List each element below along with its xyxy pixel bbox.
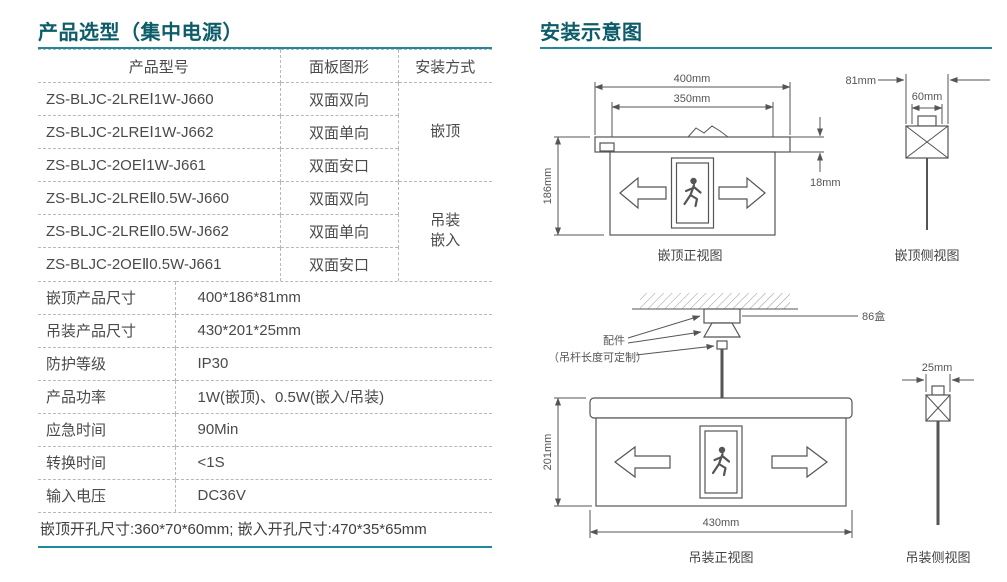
spec-row: 嵌顶产品尺寸 400*186*81mm [38, 280, 492, 314]
spec-label: 产品功率 [38, 379, 175, 413]
product-selection-section: 产品选型（集中电源） 产品型号 面板图形 安装方式 ZS-BLJC-2LREⅠ1… [38, 16, 492, 548]
install-cell-recessed: 嵌顶 [397, 82, 492, 182]
door-frame-inner [675, 162, 710, 224]
spec-row: 产品功率 1W(嵌顶)、0.5W(嵌入/吊装) [38, 379, 492, 413]
dim-201mm: 201mm [542, 434, 554, 471]
hanging-side-caption: 吊装侧视图 [905, 550, 970, 565]
installation-diagram-section: 安装示意图 400mm 350mm [540, 16, 992, 565]
spec-table: 嵌顶产品尺寸 400*186*81mm 吊装产品尺寸 430*201*25mm … [38, 280, 492, 512]
spec-row: 吊装产品尺寸 430*201*25mm [38, 313, 492, 347]
model-row: ZS-BLJC-2OEⅡ0.5W-J661 双面安口 [38, 247, 492, 281]
suspension-rod [720, 349, 724, 398]
spec-row: 防护等级 IP30 [38, 346, 492, 380]
hanging-side-diagram: 25mm 吊装侧视图 [902, 362, 974, 565]
install-cell-hanging: 吊装 嵌入 [397, 181, 492, 281]
col-header-install: 安装方式 [397, 49, 492, 83]
panel-cell: 双面安口 [279, 148, 398, 182]
left-title-underline [38, 47, 492, 49]
panel-cell: 双面安口 [279, 247, 398, 281]
exit-right-arrow-icon [771, 445, 828, 479]
col-header-panel: 面板图形 [279, 49, 398, 83]
dim-81mm: 81mm [845, 75, 876, 87]
model-cell: ZS-BLJC-2OEⅠ1W-J661 [38, 148, 280, 182]
junction-box-label: 86盒 [862, 309, 885, 323]
model-cell: ZS-BLJC-2LREⅡ0.5W-J660 [38, 181, 280, 215]
spec-label: 转换时间 [38, 445, 175, 479]
spec-row: 转换时间 <1S [38, 445, 492, 479]
dim-430mm: 430mm [703, 517, 740, 529]
ceiling-hatch [640, 293, 790, 309]
model-table-header-row: 产品型号 面板图形 安装方式 [38, 49, 492, 83]
model-cell: ZS-BLJC-2LREⅠ1W-J660 [38, 82, 280, 116]
hanging-front-diagram: 86盒 配件 （吊杆长度可定制） 201mm [542, 293, 885, 565]
model-cell: ZS-BLJC-2OEⅡ0.5W-J661 [38, 247, 280, 281]
spec-value: <1S [174, 445, 492, 479]
spec-label: 防护等级 [38, 346, 175, 380]
exit-left-arrow-icon [619, 176, 667, 210]
hanging-rod [936, 421, 940, 525]
spec-label: 应急时间 [38, 412, 175, 446]
spec-label: 吊装产品尺寸 [38, 313, 175, 347]
spec-value: 1W(嵌顶)、0.5W(嵌入/吊装) [174, 379, 492, 413]
model-cell: ZS-BLJC-2LREⅡ0.5W-J662 [38, 214, 280, 248]
accessory-note: （吊杆长度可定制） [548, 350, 647, 364]
spec-value: IP30 [174, 346, 492, 380]
right-title-underline [540, 47, 992, 49]
running-man-icon [711, 446, 731, 477]
left-section-title: 产品选型（集中电源） [38, 22, 243, 44]
canopy [702, 322, 742, 338]
installation-diagram: 400mm 350mm 186mm 1 [542, 73, 990, 565]
spec-value: 400*186*81mm [174, 280, 492, 314]
col-header-model: 产品型号 [38, 49, 280, 83]
exit-right-arrow-icon [718, 176, 766, 210]
panel-cell: 双面双向 [279, 181, 398, 215]
exit-left-arrow-icon [614, 445, 671, 479]
ceiling-plate [594, 136, 791, 153]
spec-value: 90Min [174, 412, 492, 446]
spec-row: 应急时间 90Min [38, 412, 492, 446]
running-man-icon [683, 177, 702, 208]
right-section-title: 安装示意图 [540, 22, 643, 44]
panel-cell: 双面单向 [279, 115, 398, 149]
recessed-side-diagram: 81mm 60mm 嵌顶侧视图 [845, 74, 990, 263]
hanging-front-caption: 吊装正视图 [688, 550, 753, 565]
recessed-front-caption: 嵌顶正视图 [657, 248, 722, 263]
accessory-label: 配件 [603, 334, 625, 347]
spec-row: 输入电压 DC36V [38, 478, 492, 512]
recessed-front-diagram: 400mm 350mm 186mm 1 [542, 73, 841, 263]
model-cell: ZS-BLJC-2LREⅠ1W-J662 [38, 115, 280, 149]
panel-cell: 双面双向 [279, 82, 398, 116]
side-cap [917, 115, 937, 127]
model-table: 产品型号 面板图形 安装方式 ZS-BLJC-2LREⅠ1W-J660 双面双向… [38, 49, 492, 281]
model-row: ZS-BLJC-2LREⅠ1W-J662 双面单向 [38, 115, 492, 149]
rod-fitting [716, 340, 728, 350]
dim-25mm: 25mm [922, 362, 953, 374]
panel-cell: 双面单向 [279, 214, 398, 248]
spec-label: 输入电压 [38, 478, 175, 512]
dim-18mm: 18mm [810, 177, 841, 189]
door-frame-inner [704, 430, 738, 494]
junction-box [703, 308, 741, 324]
dim-60mm: 60mm [912, 91, 943, 103]
dim-400mm: 400mm [674, 73, 711, 85]
recessed-side-caption: 嵌顶侧视图 [894, 248, 959, 263]
model-row: ZS-BLJC-2OEⅠ1W-J661 双面安口 [38, 148, 492, 182]
spec-value: 430*201*25mm [174, 313, 492, 347]
cutout-size-note: 嵌顶开孔尺寸:360*70*60mm; 嵌入开孔尺寸:470*35*65mm [38, 512, 492, 548]
spring-clip-icon [687, 125, 729, 138]
latch-icon [599, 142, 615, 152]
dim-350mm: 350mm [674, 93, 711, 105]
rod-coupler [931, 385, 945, 396]
spec-value: DC36V [174, 478, 492, 512]
model-row: ZS-BLJC-2LREⅡ0.5W-J662 双面单向 [38, 214, 492, 248]
model-row: ZS-BLJC-2LREⅡ0.5W-J660 双面双向 吊装 嵌入 [38, 181, 492, 281]
dim-186mm: 186mm [542, 168, 554, 205]
spec-label: 嵌顶产品尺寸 [38, 280, 175, 314]
mounting-bar [589, 397, 853, 419]
model-row: ZS-BLJC-2LREⅠ1W-J660 双面双向 嵌顶 [38, 82, 492, 182]
